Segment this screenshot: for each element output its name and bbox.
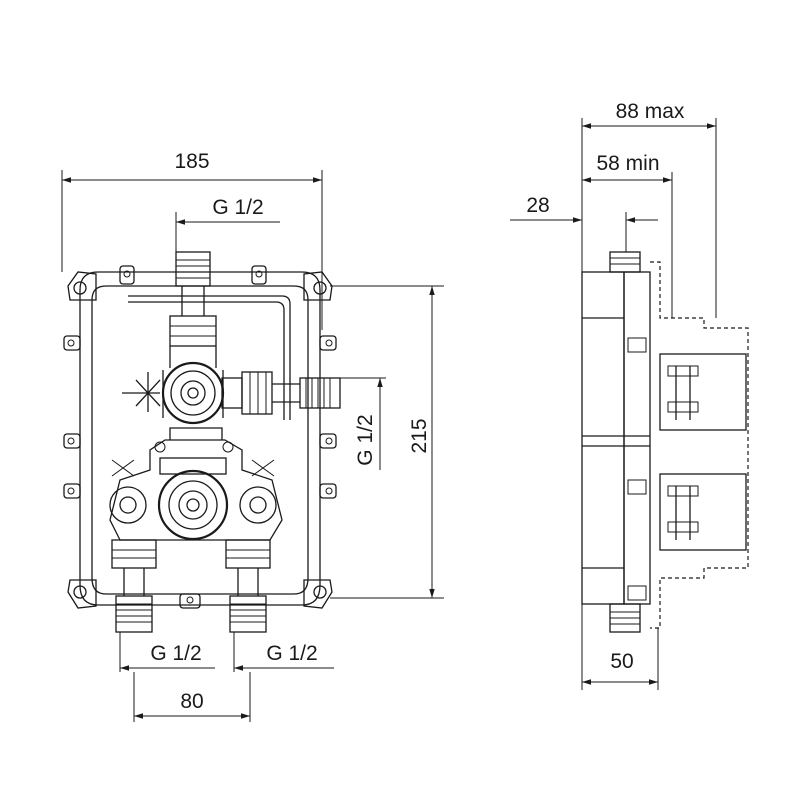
dim-bottom-spacing: 80 — [133, 672, 251, 722]
bottom-spacing-label: 80 — [180, 690, 203, 713]
side-finish-outline — [650, 261, 749, 629]
dim-min-depth: 58 min — [582, 152, 673, 318]
front-view: 185 G 1/2 G 1/2 215 G 1/2 — [61, 150, 444, 722]
side-view: 88 max 58 min 28 50 — [510, 100, 749, 690]
lower-mixer-body — [109, 427, 283, 541]
min-depth-label: 58 min — [596, 152, 659, 175]
dim-width: 185 — [61, 150, 323, 330]
side-outlet-connector — [221, 371, 341, 415]
max-depth-label: 88 max — [616, 100, 685, 123]
height-label: 215 — [408, 418, 431, 453]
dim-offset: 28 — [510, 194, 658, 252]
side-body — [581, 251, 651, 633]
dim-side-thread: G 1/2 — [340, 377, 386, 470]
dim-bottom-left-thread: G 1/2 — [119, 632, 215, 672]
dim-height: 215 — [330, 285, 444, 599]
dim-top-thread: G 1/2 — [175, 196, 280, 252]
top-inlet-connector — [169, 251, 217, 347]
body-depth-label: 50 — [610, 650, 633, 673]
offset-label: 28 — [526, 194, 549, 217]
side-thread-label: G 1/2 — [354, 414, 377, 465]
bottom-left-thread-label: G 1/2 — [150, 642, 201, 665]
bottom-right-connector — [225, 539, 271, 633]
bottom-right-thread-label: G 1/2 — [266, 642, 317, 665]
dim-body-depth: 50 — [581, 604, 659, 690]
width-label: 185 — [174, 150, 209, 173]
dim-bottom-right-thread: G 1/2 — [233, 632, 334, 672]
dim-max-depth: 88 max — [581, 100, 717, 318]
mounting-frame — [63, 265, 337, 609]
bottom-left-connector — [111, 539, 157, 633]
upper-valve — [122, 346, 225, 425]
top-thread-label: G 1/2 — [212, 196, 263, 219]
